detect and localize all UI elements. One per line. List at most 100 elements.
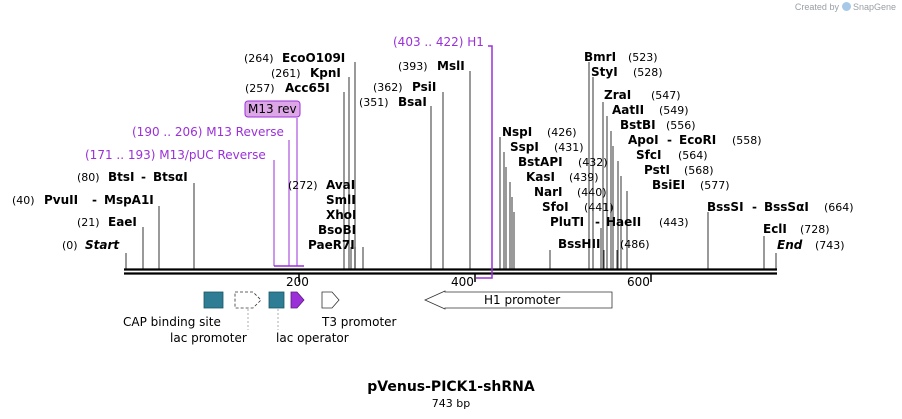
enzyme-separator: -	[92, 193, 97, 207]
enzyme-name: BsoBI	[318, 223, 356, 237]
ruler-label: 600	[627, 275, 650, 289]
enzyme-name: BstBI	[620, 118, 656, 132]
enzyme-pos: (21)	[77, 216, 100, 229]
enzyme-pos: (523)	[628, 51, 658, 64]
enzyme-pos: (564)	[678, 149, 708, 162]
plasmid-title: pVenus-PICK1-shRNA	[367, 379, 535, 395]
enzyme-name: Acc65I	[285, 81, 330, 95]
primer-h1-label: (403 .. 422) H1	[393, 35, 484, 49]
enzyme-pos: (264)	[244, 52, 274, 65]
enzyme-name: BtsI	[108, 170, 135, 184]
enzyme-name: MspA1I	[104, 193, 154, 207]
enzyme-name: ZraI	[604, 88, 631, 102]
enzyme-name: ApoI	[628, 133, 659, 147]
enzyme-pos: (40)	[12, 194, 35, 207]
lac-operator-arrow	[290, 291, 305, 309]
t3-promoter-label: T3 promoter	[321, 315, 397, 329]
enzyme-pos: (362)	[373, 81, 403, 94]
primer-m13-rev-label: M13 rev	[248, 102, 297, 116]
dna-backbone	[124, 268, 777, 275]
enzyme-name: BsaI	[398, 95, 427, 109]
enzyme-name: EcoRI	[679, 133, 716, 147]
enzyme-pos: (743)	[815, 239, 845, 252]
enzyme-pos: (0)	[62, 239, 78, 252]
cap-binding-site-label: CAP binding site	[123, 315, 221, 329]
lac-operator-box	[268, 291, 285, 309]
enzyme-pos: (568)	[684, 164, 714, 177]
enzyme-name: XhoI	[326, 208, 357, 222]
enzyme-pos: (439)	[569, 171, 599, 184]
ruler-label: 400	[451, 275, 474, 289]
ruler-label: 200	[286, 275, 309, 289]
enzyme-name: MslI	[437, 59, 465, 73]
enzyme-separator: -	[667, 133, 672, 147]
cap-binding-site-box	[203, 291, 224, 309]
enzyme-name: BssSI	[707, 200, 744, 214]
enzyme-name: BssSαI	[764, 200, 809, 214]
enzyme-pos: (393)	[398, 60, 428, 73]
enzyme-name: PstI	[644, 163, 670, 177]
enzyme-name: PsiI	[412, 80, 436, 94]
enzyme-pos: (261)	[271, 67, 301, 80]
enzyme-pos: (80)	[77, 171, 100, 184]
start-label: Start	[85, 238, 120, 252]
enzyme-name: StyI	[591, 65, 618, 79]
enzyme-name: EclI	[763, 222, 787, 236]
enzyme-name: SmlI	[326, 193, 356, 207]
plasmid-length: 743 bp	[431, 397, 471, 410]
linear-plasmid-map: .p { font-size: 11px; fill: #000; } .n {…	[12, 35, 854, 345]
ruler: 200 400 600	[286, 274, 652, 289]
enzyme-pos: (558)	[732, 134, 762, 147]
credit-prefix: Created by	[794, 2, 839, 12]
enzyme-name: SspI	[510, 140, 539, 154]
lac-operator-label: lac operator	[276, 331, 349, 345]
enzyme-pos: (577)	[700, 179, 730, 192]
enzyme-name: PvuII	[44, 193, 78, 207]
enzyme-name: BstAPI	[518, 155, 563, 169]
m13-rev-box	[244, 100, 301, 118]
enzyme-name: AvaI	[326, 178, 355, 192]
enzyme-name: EcoO109I	[282, 51, 345, 65]
enzyme-name: AatII	[612, 103, 644, 117]
enzyme-pos: (272)	[288, 179, 318, 192]
enzyme-separator: -	[141, 170, 146, 184]
lac-promoter-label: lac promoter	[170, 331, 247, 345]
enzyme-name: BsiEI	[652, 178, 685, 192]
features: H1 promoter CAP binding site lac promote…	[123, 290, 613, 345]
lac-promoter-arrow	[234, 291, 262, 309]
enzyme-pos: (664)	[824, 201, 854, 214]
enzyme-name: SfcI	[636, 148, 661, 162]
enzyme-separator: -	[752, 200, 757, 214]
enzyme-pos: (440)	[577, 186, 607, 199]
h1-primer-line	[476, 45, 493, 279]
enzyme-name: BtsαI	[153, 170, 188, 184]
enzyme-name: BssHII	[558, 237, 600, 251]
end-label: End	[777, 238, 803, 252]
enzyme-name: PaeR7I	[308, 238, 355, 252]
enzyme-name: BmrI	[584, 50, 616, 64]
enzyme-labels: (264) EcoO109I (261) KpnI (257) Acc65I (…	[12, 50, 854, 252]
enzyme-name: EaeI	[108, 215, 137, 229]
enzyme-name: KpnI	[310, 66, 341, 80]
h1-promoter-label: H1 promoter	[484, 293, 560, 307]
snapgene-credit: Created by SnapGene	[795, 2, 896, 12]
enzyme-name: PluTI	[550, 215, 584, 229]
cut-site-lines	[125, 62, 777, 270]
enzyme-name: SfoI	[542, 200, 569, 214]
enzyme-name: HaeII	[606, 215, 641, 229]
h1-promoter-arrow	[424, 290, 613, 310]
enzyme-pos: (528)	[633, 66, 663, 79]
enzyme-pos: (549)	[659, 104, 689, 117]
enzyme-pos: (547)	[651, 89, 681, 102]
enzyme-separator: -	[595, 215, 600, 229]
primers: (403 .. 422) H1 M13 rev (190 .. 206) M13…	[85, 35, 493, 279]
enzyme-pos: (441)	[584, 201, 614, 214]
enzyme-name: NarI	[534, 185, 563, 199]
enzyme-name: KasI	[526, 170, 555, 184]
enzyme-pos: (556)	[666, 119, 696, 132]
enzyme-name: NspI	[502, 125, 532, 139]
enzyme-pos: (257)	[245, 82, 275, 95]
t3-promoter-arrow	[321, 291, 340, 309]
credit-brand: SnapGene	[852, 2, 896, 12]
enzyme-pos: (431)	[554, 141, 584, 154]
